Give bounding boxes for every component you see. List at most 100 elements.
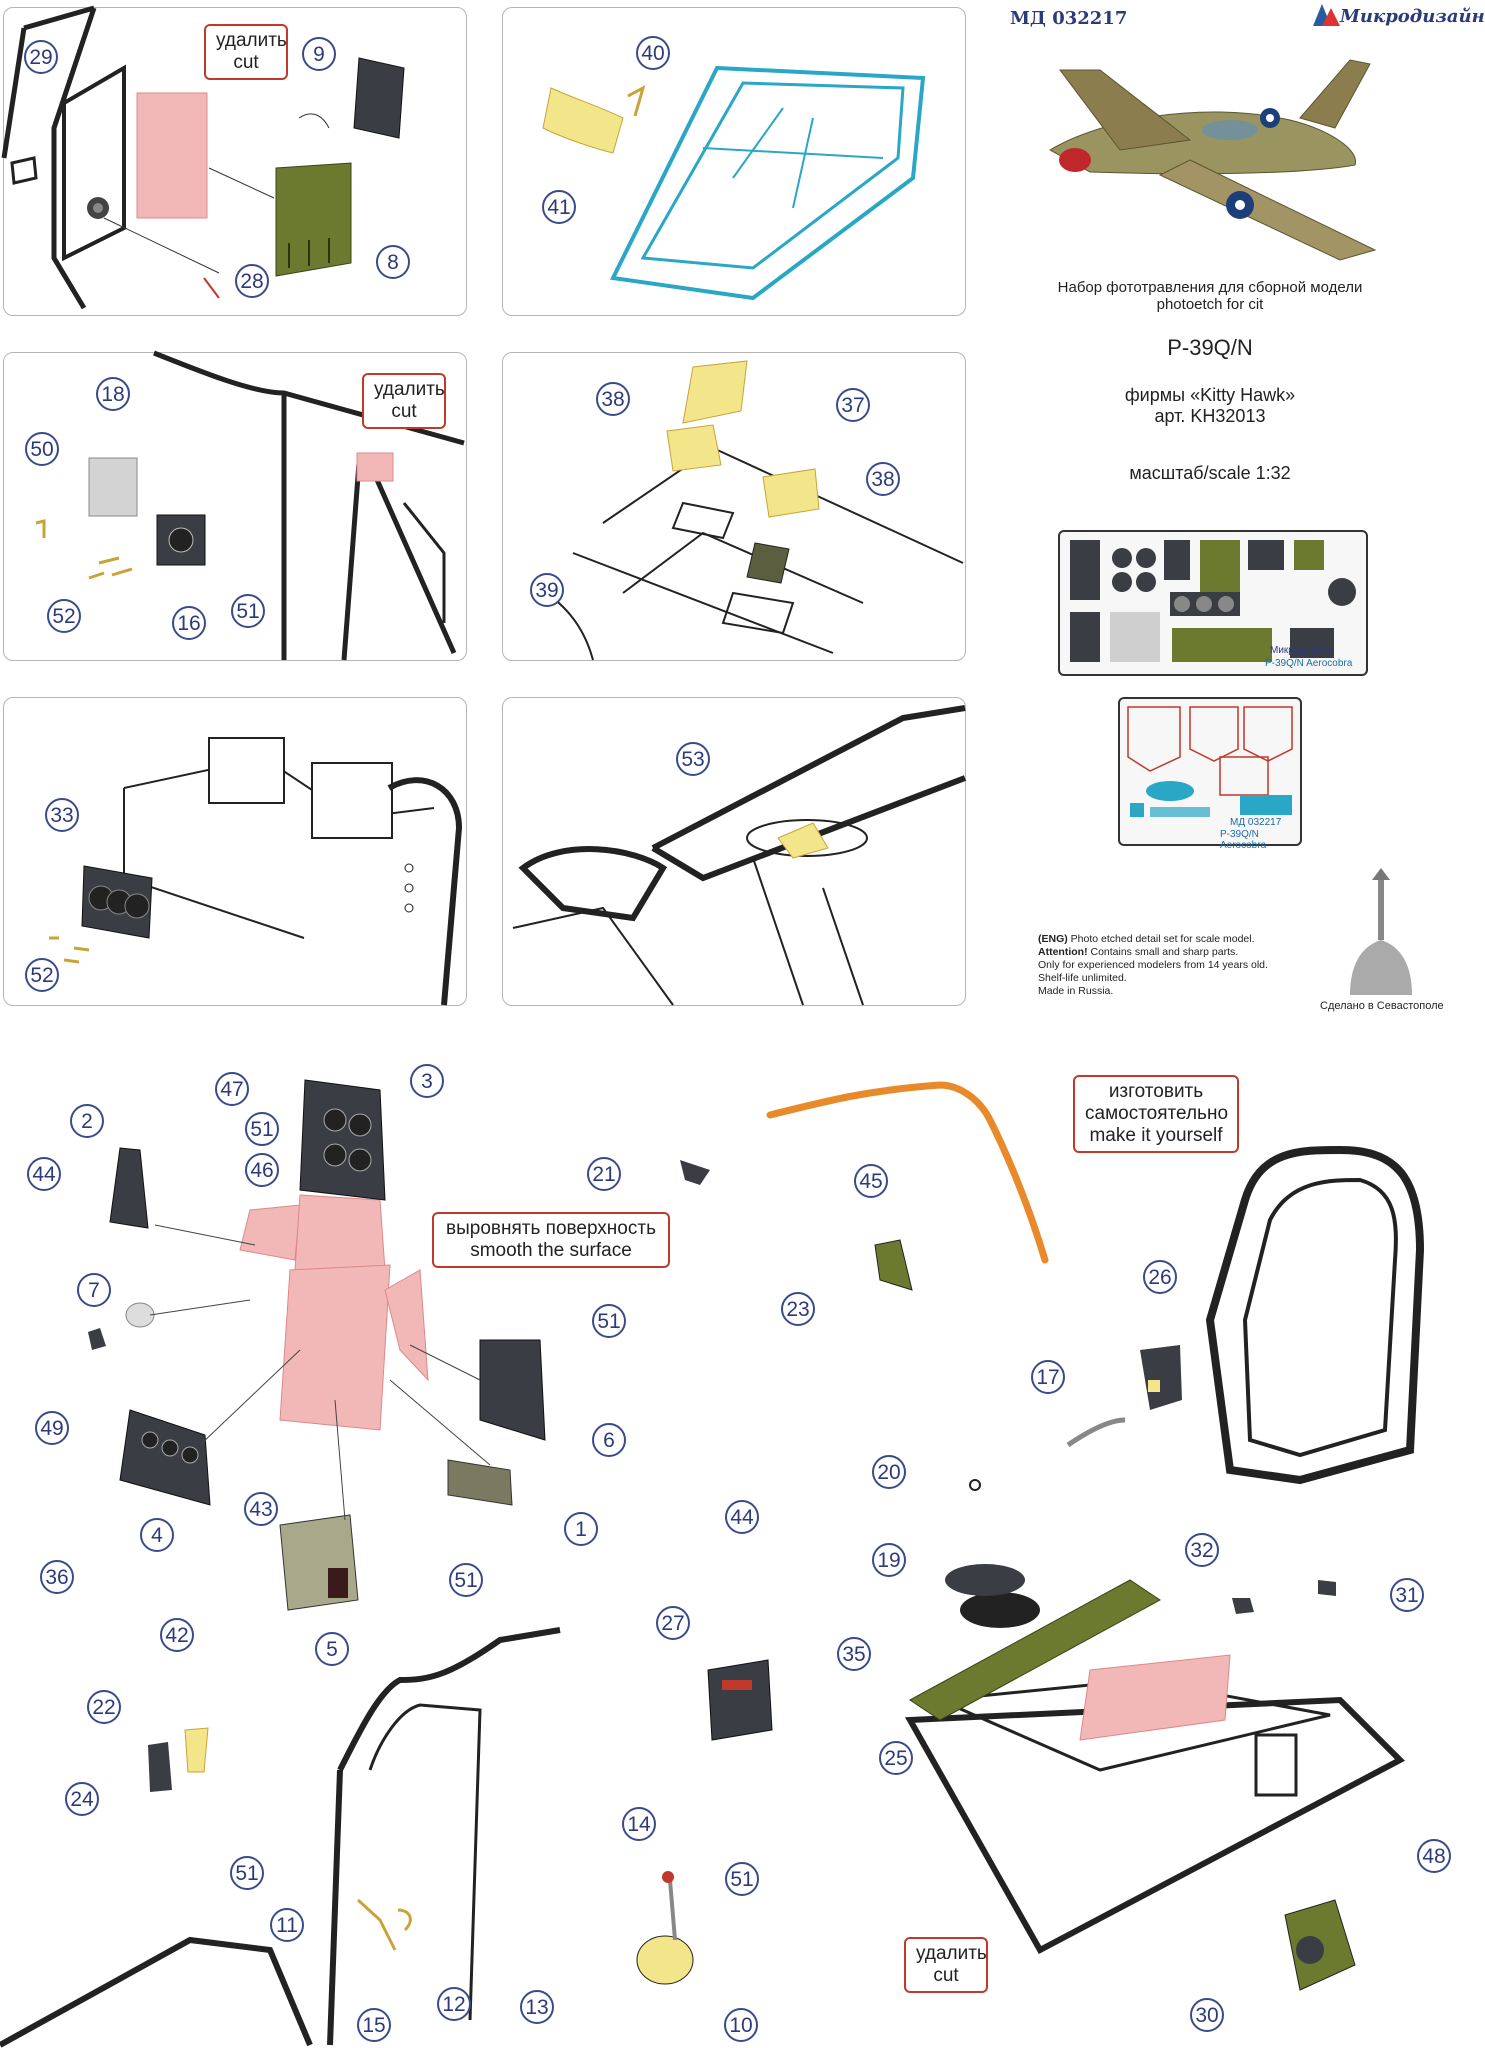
callout-22: 22 [87, 1690, 121, 1724]
callout-2: 2 [70, 1104, 104, 1138]
panel-step-4 [502, 352, 966, 661]
callout-1: 1 [564, 1512, 598, 1546]
callout-51b: 51 [245, 1112, 279, 1146]
make-yourself-note: изготовить самостоятельно make it yourse… [1073, 1075, 1239, 1153]
brand-name: Микродизайн [1340, 6, 1485, 27]
callout-36: 36 [40, 1560, 74, 1594]
callout-10: 10 [724, 2008, 758, 2042]
callout-51c: 51 [592, 1304, 626, 1338]
cut-note-2: удалить cut [362, 373, 446, 429]
callout-52: 52 [47, 599, 81, 633]
callout-47: 47 [215, 1072, 249, 1106]
callout-32: 32 [1185, 1533, 1219, 1567]
callout-19: 19 [872, 1543, 906, 1577]
callout-12: 12 [437, 1987, 471, 2021]
callout-43: 43 [244, 1492, 278, 1526]
callout-9: 9 [302, 37, 336, 71]
callout-44b: 44 [725, 1500, 759, 1534]
eng-line-4: Shelf-life unlimited. [1038, 972, 1127, 984]
callout-45: 45 [854, 1164, 888, 1198]
attention-tag: Attention! [1038, 946, 1088, 958]
callout-48: 48 [1417, 1839, 1451, 1873]
cut-note-2-en: cut [391, 401, 417, 422]
callout-41: 41 [542, 190, 576, 224]
cut-note-3-ru: удалить [916, 1943, 987, 1964]
callout-40: 40 [636, 36, 670, 70]
make-note-ru-1: изготовить [1108, 1081, 1204, 1102]
callout-16: 16 [172, 606, 206, 640]
callout-8: 8 [376, 245, 410, 279]
callout-42: 42 [160, 1618, 194, 1652]
callout-29: 29 [24, 40, 58, 74]
maker-info: фирмы «Kitty Hawk» арт. KH32013 [1070, 385, 1350, 427]
callout-50: 50 [25, 432, 59, 466]
callout-3: 3 [410, 1064, 444, 1098]
callout-7: 7 [77, 1273, 111, 1307]
callout-31: 31 [1390, 1578, 1424, 1612]
cut-note-3-en: cut [933, 1965, 959, 1986]
made-in-sevastopol: Сделано в Севастополе [1320, 1000, 1444, 1012]
callout-28: 28 [235, 264, 269, 298]
make-note-en: make it yourself [1089, 1125, 1223, 1146]
callout-30: 30 [1190, 1998, 1224, 2032]
fret-main-image: Микродизайн P-39Q/N Aerocobra [1058, 530, 1368, 676]
fret-main-label: P-39Q/N Aerocobra [1265, 658, 1353, 669]
fret-secondary-image: МД 032217 P-39Q/N Aerocobra [1118, 697, 1302, 851]
kit-code: МД 032217 [1010, 8, 1128, 29]
brand-logo-icon [1313, 4, 1340, 26]
callout-51: 51 [231, 594, 265, 628]
model-name: P-39Q/N [1167, 335, 1253, 360]
callout-20: 20 [872, 1455, 906, 1489]
callout-52b: 52 [25, 958, 59, 992]
callout-14: 14 [622, 1807, 656, 1841]
callout-38b: 38 [866, 462, 900, 496]
kit-description-ru: Набор фототравления для сборной модели [1057, 279, 1363, 296]
cut-note-1-ru: удалить [216, 30, 287, 51]
eng-line-1: Photo etched detail set for scale model. [1067, 933, 1255, 945]
scale-info: масштаб/scale 1:32 [1129, 463, 1291, 483]
english-note: (ENG) Photo etched detail set for scale … [1038, 933, 1338, 998]
fret-secondary-label: P-39Q/N Aerocobra [1220, 829, 1267, 851]
callout-38: 38 [596, 382, 630, 416]
article-number: арт. KH32013 [1154, 406, 1266, 426]
make-note-ru-2: самостоятельно [1085, 1103, 1229, 1124]
cut-note-3: удалить cut [904, 1937, 988, 1993]
smooth-surface-note: выровнять поверхность smooth the surface [432, 1212, 670, 1268]
callout-53: 53 [676, 742, 710, 776]
cut-note-1: удалить cut [204, 24, 288, 80]
fret-secondary-code: МД 032217 [1230, 817, 1282, 828]
callout-51d: 51 [449, 1563, 483, 1597]
callout-46: 46 [245, 1153, 279, 1187]
callout-25: 25 [879, 1741, 913, 1775]
callout-35: 35 [837, 1637, 871, 1671]
panel-step-6 [502, 697, 967, 1006]
callout-6: 6 [592, 1423, 626, 1457]
callout-17: 17 [1031, 1360, 1065, 1394]
panel-step-2 [502, 7, 966, 316]
kit-description-en: photoetch for cit [1156, 296, 1264, 313]
eng-tag: (ENG) [1038, 933, 1068, 945]
callout-51e: 51 [230, 1856, 264, 1890]
panel-step-5 [3, 697, 467, 1006]
cut-note-2-ru: удалить [374, 379, 445, 400]
eng-line-5: Made in Russia. [1038, 985, 1114, 997]
callout-4: 4 [140, 1518, 174, 1552]
callout-15: 15 [357, 2008, 391, 2042]
callout-37: 37 [836, 388, 870, 422]
callout-39: 39 [530, 573, 564, 607]
eng-line-2: Contains small and sharp parts. [1087, 946, 1239, 958]
callout-33: 33 [45, 798, 79, 832]
cut-note-1-en: cut [233, 52, 259, 73]
callout-49: 49 [35, 1411, 69, 1445]
callout-27: 27 [656, 1606, 690, 1640]
callout-11: 11 [270, 1908, 304, 1942]
smooth-note-ru: выровнять поверхность [446, 1218, 656, 1239]
callout-51f: 51 [725, 1862, 759, 1896]
smooth-note-en: smooth the surface [470, 1240, 632, 1261]
fret-main-brand: Микродизайн [1270, 645, 1332, 656]
callout-18: 18 [96, 377, 130, 411]
callout-44: 44 [27, 1157, 61, 1191]
callout-13: 13 [520, 1990, 554, 2024]
callout-24: 24 [65, 1782, 99, 1816]
maker-name: фирмы «Kitty Hawk» [1124, 385, 1296, 405]
